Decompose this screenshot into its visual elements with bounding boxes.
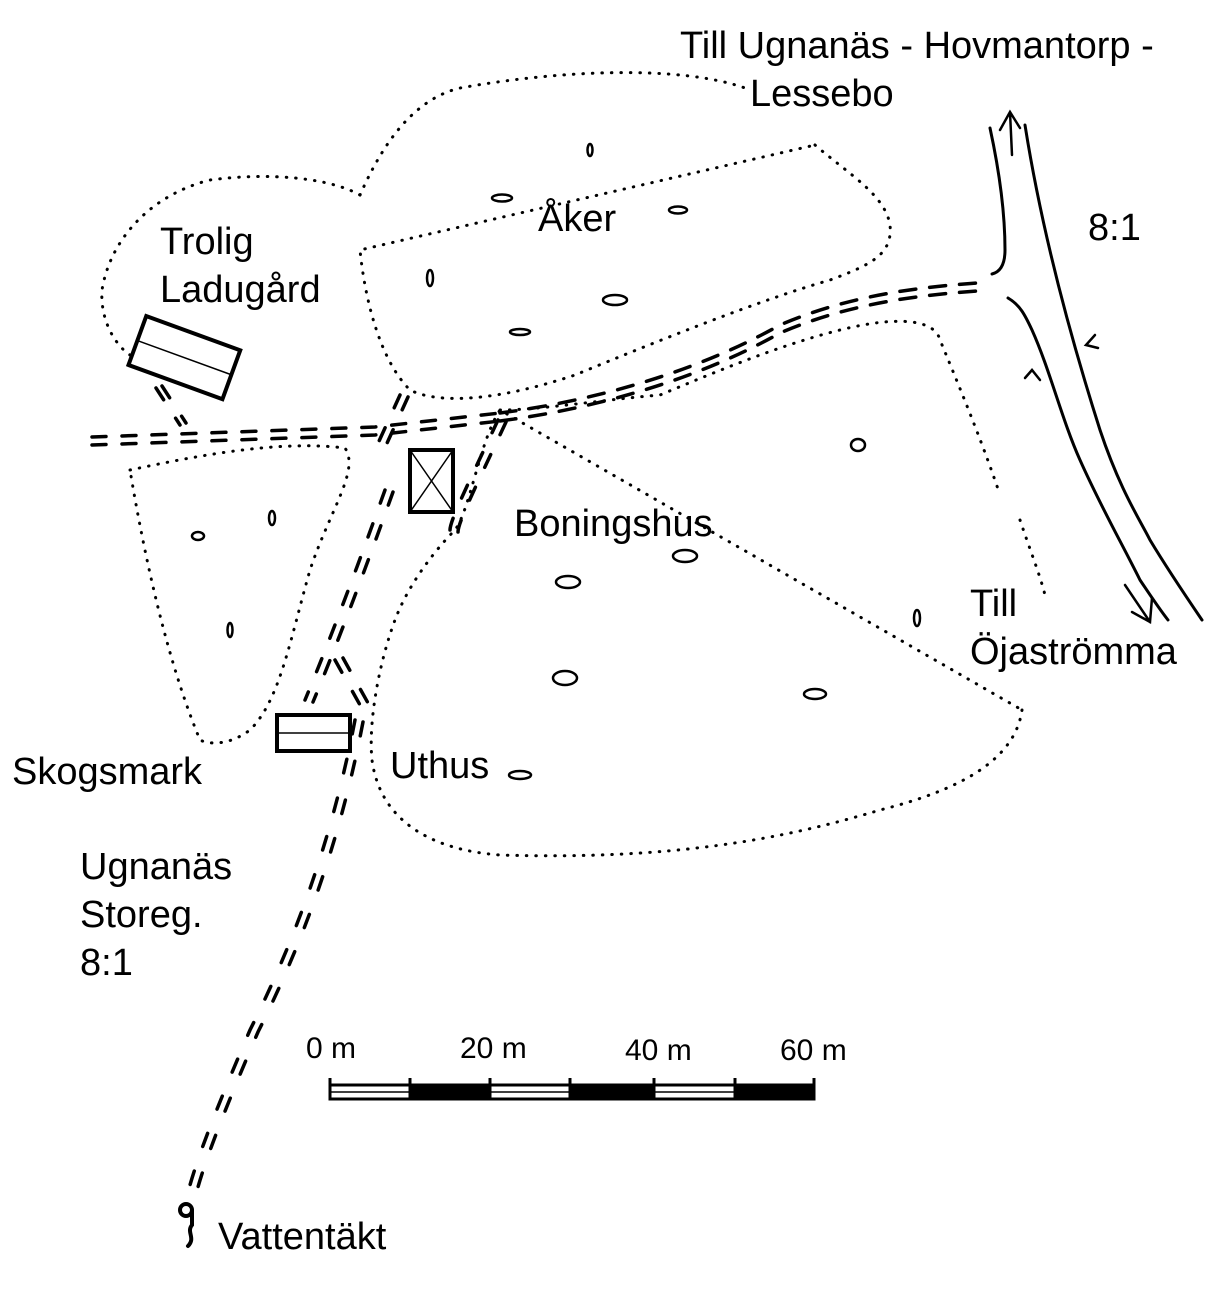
label-property-line3: 8:1	[80, 942, 133, 984]
label-road-south-line2: Öjaströmma	[970, 631, 1177, 673]
road-edge-south	[1006, 296, 1170, 622]
outbuilding-building	[275, 713, 352, 753]
scale-bar	[328, 1078, 816, 1101]
label-property-line1: Ugnanäs	[80, 846, 233, 888]
label-property-line2: Storeg.	[80, 894, 203, 936]
arrow-south	[1123, 583, 1154, 625]
scale-label-0: 0 m	[306, 1032, 357, 1065]
water-source-icon	[178, 1202, 194, 1248]
label-dwelling: Boningshus	[514, 503, 713, 545]
label-parcel-ne: 8:1	[1088, 207, 1141, 249]
arrow-north	[998, 109, 1022, 157]
stones	[190, 142, 922, 781]
label-road-south-line1: Till	[970, 583, 1018, 625]
road-tick-1	[1083, 333, 1100, 350]
tracks	[90, 281, 980, 1189]
road-edge-east	[1023, 123, 1204, 622]
label-outbuilding: Uthus	[390, 745, 490, 787]
scale-label-40: 40 m	[625, 1034, 692, 1067]
forest-boundary	[128, 444, 351, 745]
label-road-north-line1: Till Ugnanäs - Hovmantorp -	[680, 25, 1154, 67]
label-forest: Skogsmark	[12, 751, 203, 793]
scale-label-60: 60 m	[780, 1034, 847, 1067]
scale-label-20: 20 m	[460, 1032, 527, 1065]
road-tick-2	[1023, 368, 1042, 382]
barn-building	[125, 313, 243, 402]
label-field: Åker	[538, 198, 617, 240]
field-boundary	[358, 71, 892, 400]
dwelling-building	[408, 448, 455, 514]
road-edge-west	[988, 126, 1007, 276]
label-water-source: Vattentäkt	[218, 1216, 387, 1258]
label-barn-line1: Trolig	[160, 221, 254, 263]
label-barn-line2: Ladugård	[160, 269, 321, 311]
label-road-north-line2: Lessebo	[750, 73, 894, 115]
